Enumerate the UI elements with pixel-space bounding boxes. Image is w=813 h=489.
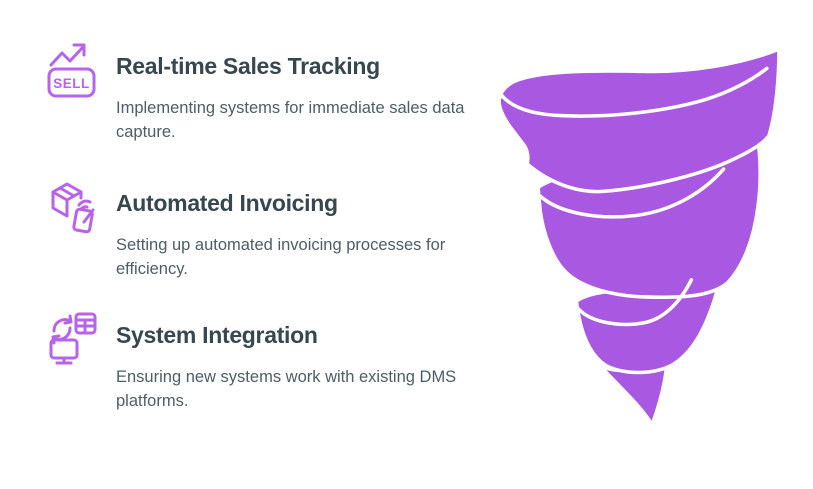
item-text: Real-time Sales Tracking Implementing sy… xyxy=(116,38,476,144)
spiral-funnel-graphic xyxy=(494,34,786,432)
item-text: System Integration Ensuring new systems … xyxy=(116,307,476,413)
system-sync-icon-svg xyxy=(49,312,97,365)
sell-trend-icon-svg: SELL xyxy=(47,43,96,98)
item-description: Implementing systems for immediate sales… xyxy=(116,98,465,141)
item-title: Automated Invoicing xyxy=(116,190,338,216)
funnel-turn-1 xyxy=(497,47,781,194)
system-sync-icon xyxy=(46,307,102,369)
list-item: System Integration Ensuring new systems … xyxy=(46,307,476,413)
funnel-rim-2 xyxy=(538,167,726,219)
box-invoice-icon-svg xyxy=(51,182,95,234)
box-invoice-icon xyxy=(46,175,102,237)
item-text: Automated Invoicing Setting up automated… xyxy=(116,175,476,281)
funnel-rim-3 xyxy=(576,278,694,327)
item-description: Ensuring new systems work with existing … xyxy=(116,367,457,410)
sell-trend-icon: SELL xyxy=(46,38,102,100)
list-item: SELL Real-time Sales Tracking Implementi… xyxy=(46,38,476,144)
item-title: System Integration xyxy=(116,322,318,348)
spiral-funnel-svg xyxy=(497,47,781,427)
list-item: Automated Invoicing Setting up automated… xyxy=(46,175,476,281)
sell-label: SELL xyxy=(53,76,90,91)
item-title: Real-time Sales Tracking xyxy=(116,53,380,79)
item-description: Setting up automated invoicing processes… xyxy=(116,235,446,278)
funnel-rim-1 xyxy=(499,66,769,118)
